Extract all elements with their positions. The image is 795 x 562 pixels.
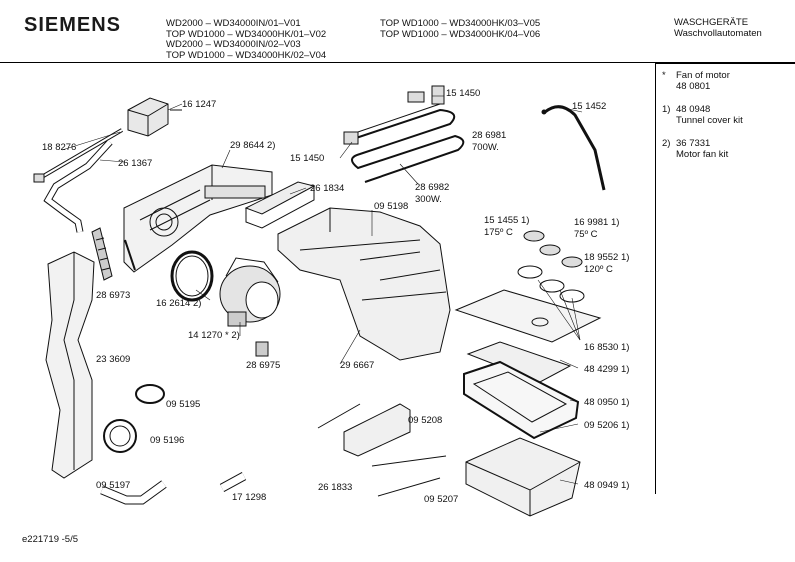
- label-095198: 09 5198: [374, 201, 408, 212]
- label-151455: 15 1455 1): [484, 215, 529, 226]
- label-480949: 48 0949 1): [584, 480, 629, 491]
- model-list-left: WD2000 – WD34000IN/01–V01 TOP WD1000 – W…: [166, 18, 327, 61]
- label-095208: 09 5208: [408, 415, 442, 426]
- note-text: Fan of motor: [676, 70, 730, 81]
- label-162614: 16 2614 2): [156, 298, 201, 309]
- label-095197: 09 5197: [96, 480, 130, 491]
- brand-logo: SIEMENS: [24, 14, 122, 36]
- label-296667: 29 6667: [340, 360, 374, 371]
- label-75c: 75º C: [574, 229, 598, 240]
- part-141270-drawing: [219, 257, 281, 327]
- label-095195: 09 5195: [166, 399, 200, 410]
- label-151450b: 15 1450: [290, 153, 324, 164]
- label-261367: 26 1367: [118, 158, 152, 169]
- note-text: Tunnel cover kit: [676, 115, 743, 126]
- part-298644-drawing: [123, 164, 273, 273]
- model-line: TOP WD1000 – WD34000HK/02–V04: [166, 49, 327, 61]
- part-168530-drawing: [454, 289, 602, 343]
- label-484299: 48 4299 1): [584, 364, 629, 375]
- label-261833: 26 1833: [318, 482, 352, 493]
- label-286981: 28 6981: [472, 130, 506, 141]
- footer-code: e221719 -5/5: [22, 534, 78, 545]
- label-168530: 16 8530 1): [584, 342, 629, 353]
- label-286975: 28 6975: [246, 360, 280, 371]
- category-line: WASCHGERÄTE: [674, 17, 749, 28]
- label-175c: 175º C: [484, 227, 513, 238]
- label-480950: 48 0950 1): [584, 397, 629, 408]
- label-151450a: 15 1450: [446, 88, 480, 99]
- note-text: 48 0801: [676, 81, 711, 92]
- note-key: 1): [662, 104, 671, 115]
- note-motor: 2) 36 7331 Motor fan kit: [662, 138, 743, 160]
- part-tray-drawing: [317, 403, 447, 497]
- part-seals-drawing: [100, 384, 247, 505]
- model-line: WD2000 – WD34000IN/02–V03: [166, 39, 301, 50]
- label-141270: 14 1270 * 2): [188, 330, 240, 341]
- note-text: 36 7331: [676, 138, 711, 149]
- part-480949-drawing: [465, 437, 581, 517]
- note-fan: * Fan of motor 48 0801: [662, 70, 743, 92]
- label-120c: 120º C: [584, 264, 613, 275]
- exploded-parts-drawing: 16 1247 18 8276 26 1367 29 8644 2) 15 14…: [33, 85, 629, 517]
- note-text: Motor fan kit: [676, 149, 729, 160]
- part-233609-drawing: [45, 251, 95, 479]
- notes-panel: [655, 63, 795, 494]
- model-line: WD2000 – WD34000IN/01–V01: [166, 18, 301, 29]
- label-095196: 09 5196: [150, 435, 184, 446]
- model-line: TOP WD1000 – WD34000HK/03–V05: [380, 18, 541, 29]
- part-thermostats-drawing: [517, 230, 585, 303]
- label-233609: 23 3609: [96, 354, 130, 365]
- model-line: TOP WD1000 – WD34000HK/01–V02: [166, 28, 327, 40]
- part-261367-drawing: [43, 139, 113, 233]
- label-261834: 26 1834: [310, 183, 344, 194]
- model-line: TOP WD1000 – WD34000HK/04–V06: [380, 28, 541, 40]
- label-300w: 300W.: [415, 194, 442, 205]
- label-286982: 28 6982: [415, 182, 449, 193]
- part-286975-drawing: [255, 341, 269, 357]
- category-line: Waschvollautomaten: [674, 27, 762, 39]
- label-169981: 16 9981 1): [574, 217, 619, 228]
- part-296667-drawing: [277, 207, 451, 361]
- label-171298: 17 1298: [232, 492, 266, 503]
- note-key: 2): [662, 138, 671, 149]
- part-261834-drawing: [244, 181, 316, 229]
- footnotes: * Fan of motor 48 0801 1) 48 0948 Tunnel c…: [662, 70, 743, 172]
- model-list-right: TOP WD1000 – WD34000HK/03–V05 TOP WD1000…: [380, 18, 541, 40]
- part-162614-drawing: [170, 250, 214, 302]
- note-tunnel: 1) 48 0948 Tunnel cover kit: [662, 104, 743, 126]
- header-divider: [0, 62, 795, 63]
- part-heating-element-drawing: [343, 85, 465, 183]
- label-095206: 09 5206 1): [584, 420, 629, 431]
- label-095207: 09 5207: [424, 494, 458, 505]
- label-189552: 18 9552 1): [584, 252, 629, 263]
- part-151452-drawing: [541, 105, 606, 191]
- part-286973-drawing: [91, 227, 113, 281]
- category-heading: WASCHGERÄTE Waschvollautomaten: [674, 17, 762, 39]
- label-286973: 28 6973: [96, 290, 130, 301]
- label-188276: 18 8276: [42, 142, 76, 153]
- note-text: 48 0948: [676, 104, 711, 115]
- part-480950-drawing: [463, 360, 580, 440]
- label-151452: 15 1452: [572, 101, 606, 112]
- part-188276-drawing: [33, 128, 124, 183]
- leader-lines: [61, 95, 583, 485]
- label-161247: 16 1247: [182, 99, 216, 110]
- label-298644: 29 8644 2): [230, 140, 275, 151]
- note-key: *: [662, 70, 666, 81]
- part-161247-drawing: [127, 97, 182, 137]
- label-700w: 700W.: [472, 142, 499, 153]
